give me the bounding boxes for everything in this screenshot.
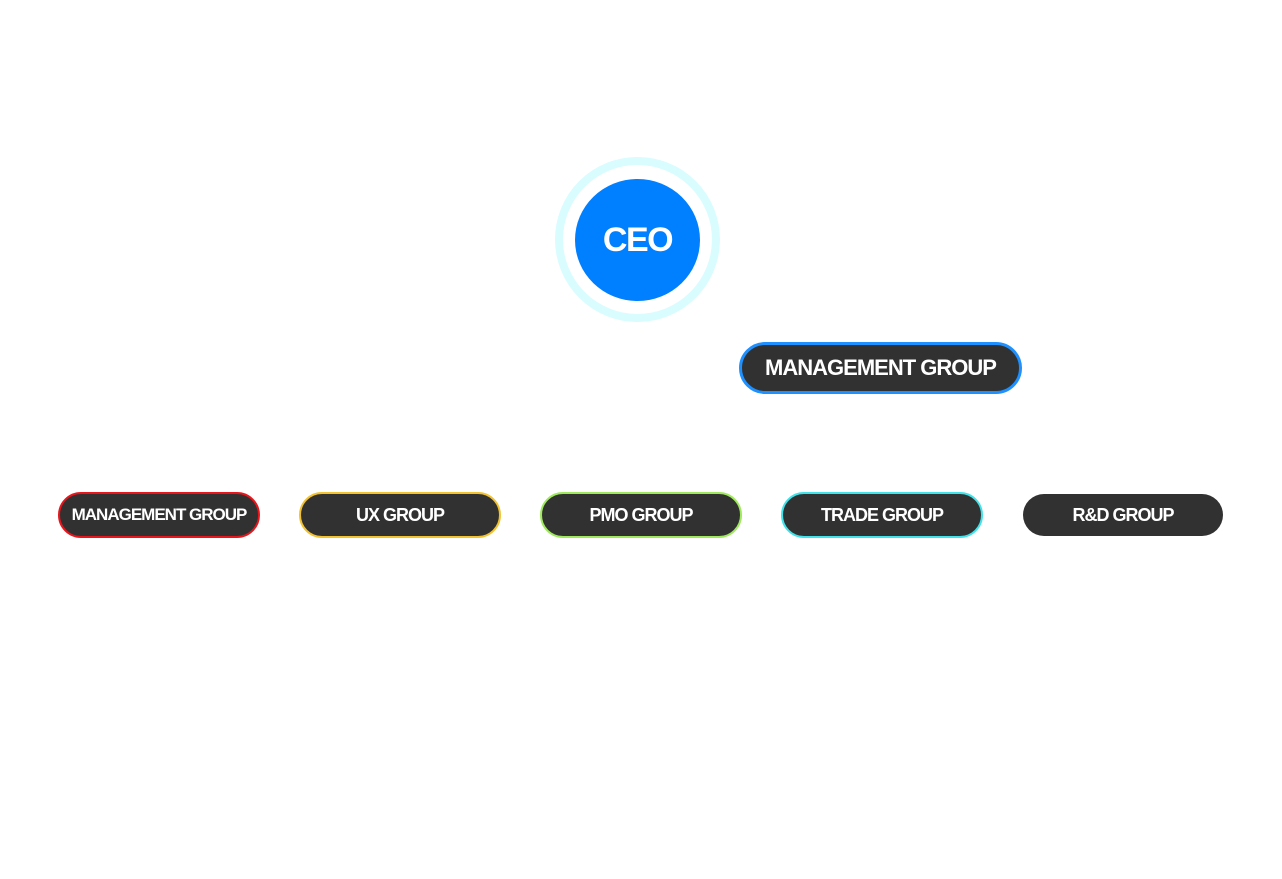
top-management-group-label: MANAGEMENT GROUP: [765, 355, 997, 380]
management-group-node: MANAGEMENT GROUP: [58, 492, 260, 538]
trade-group-node: TRADE GROUP: [781, 492, 983, 538]
rnd-group-label: R&D GROUP: [1072, 504, 1174, 525]
ceo-label: CEO: [602, 220, 674, 259]
rnd-group-node: R&D GROUP: [1023, 494, 1223, 536]
ux-group-label: UX GROUP: [355, 504, 445, 525]
ux-group-node: UX GROUP: [299, 492, 501, 538]
management-group-label: MANAGEMENT GROUP: [71, 505, 248, 524]
trade-group-label: TRADE GROUP: [820, 504, 944, 525]
top-management-group-node: MANAGEMENT GROUP: [739, 342, 1022, 394]
pmo-group-label: PMO GROUP: [589, 504, 693, 525]
ceo-node: CEO: [575, 179, 700, 301]
pmo-group-node: PMO GROUP: [540, 492, 742, 538]
